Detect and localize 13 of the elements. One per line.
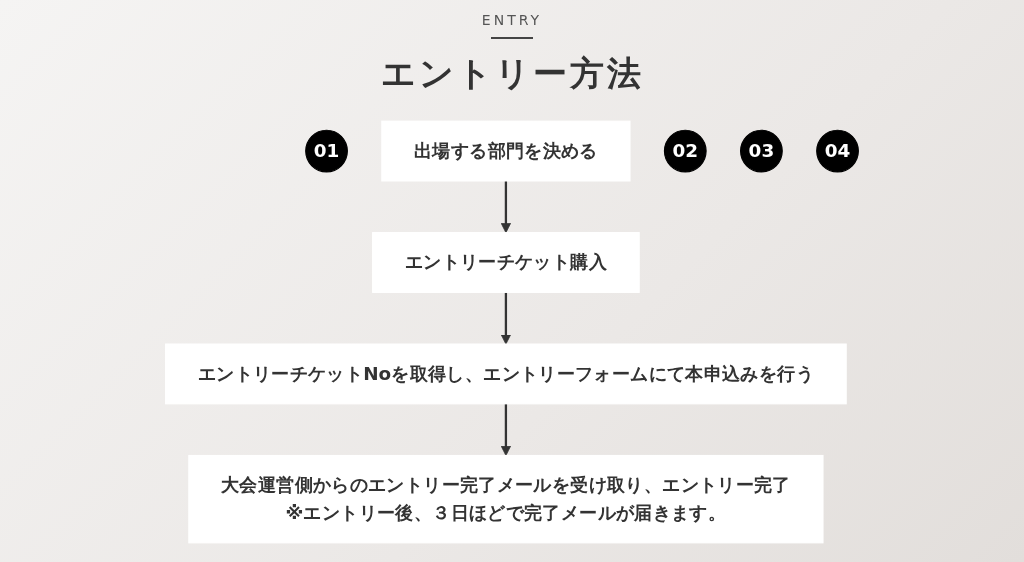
node-box: エントリーチケット購入 xyxy=(372,232,640,293)
node-box: 出場する部門を決める xyxy=(381,120,631,182)
title: エントリー方法 xyxy=(380,53,644,94)
node-circle: 02 xyxy=(663,129,707,173)
arrow xyxy=(500,292,511,345)
arrow xyxy=(500,180,511,234)
section-label: ENTRY xyxy=(481,12,543,28)
node-circle: 04 xyxy=(816,129,859,173)
node-box: エントリーチケットNoを取得し、エントリーフォームにて本申込みを行う xyxy=(165,343,847,405)
arrow xyxy=(500,403,511,456)
node-circle: 03 xyxy=(740,129,783,173)
node-circle: 01 xyxy=(305,129,348,173)
node-box: 大会運営側からのエントリー完了メールを受け取り、エントリー完了 ※エントリー後、３日ほどで完了メールが届きます。 xyxy=(188,454,824,544)
